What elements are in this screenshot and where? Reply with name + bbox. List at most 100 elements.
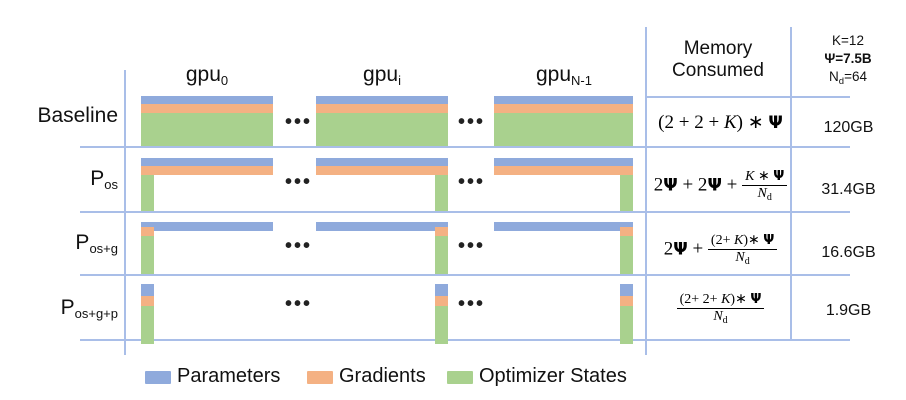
segment-parameters xyxy=(316,96,448,104)
segment-gradients xyxy=(494,166,633,175)
gpu-header-0-sub: 0 xyxy=(220,73,229,88)
segment-optimizer-states xyxy=(141,175,154,211)
grid-vline-left xyxy=(124,70,126,355)
row-label-p-os-g-p-text: P xyxy=(60,296,75,319)
bar-p-os-g-gpun1 xyxy=(494,222,633,274)
segment-parameters xyxy=(620,284,633,296)
fraction-den-n: N xyxy=(757,185,767,201)
constant-psi-text: Ψ=7.5B xyxy=(824,50,872,66)
formula-p-os-psi1: Ψ xyxy=(663,175,678,196)
fraction-num-op: ∗ xyxy=(754,169,774,184)
memory-value-baseline: 120GB xyxy=(823,119,874,136)
legend-label-gradients: Gradients xyxy=(339,365,426,387)
optimizer-states-swatch-icon xyxy=(447,371,473,384)
row-label-baseline: Baseline xyxy=(0,105,118,126)
parameters-swatch-icon xyxy=(145,371,171,384)
row-ellipsis-p-os-1: ••• xyxy=(285,172,312,192)
segment-gradients xyxy=(620,296,633,306)
ellipsis-text: ••• xyxy=(285,111,313,133)
segment-optimizer-states xyxy=(141,306,154,344)
row-ellipsis-p-os-g-1: ••• xyxy=(285,236,312,256)
fraction-den-n: N xyxy=(713,308,723,324)
formula-p-os-psi2: Ψ xyxy=(707,175,722,196)
segment-optimizer-states xyxy=(141,236,154,274)
segment-parameters xyxy=(494,96,633,104)
gpu-header-0-name: gpu xyxy=(185,63,221,86)
ellipsis-text: ••• xyxy=(458,111,486,133)
formula-p-os-mid: + 2 xyxy=(677,174,708,196)
row-label-p-os: Pos xyxy=(0,168,118,192)
gradients-swatch-icon xyxy=(307,371,333,384)
bar-baseline-gpui xyxy=(316,96,448,146)
segment-optimizer-states xyxy=(435,236,448,274)
bar-p-os-g-gpu0 xyxy=(141,222,273,274)
constant-psi: Ψ=7.5B xyxy=(792,50,904,68)
fraction-num-tail: )∗ xyxy=(730,292,751,307)
fraction-num-lead: (2+ 2+ xyxy=(679,292,722,307)
gpu-header-n1: gpuN-1 xyxy=(494,63,634,87)
gpu-header-i-name: gpu xyxy=(363,63,399,86)
segment-parameters xyxy=(494,222,633,231)
segment-gradients xyxy=(141,166,273,175)
segment-parameters xyxy=(141,284,154,296)
fraction-num-psi: Ψ xyxy=(763,233,775,248)
formula-baseline-lead: (2 + 2 + xyxy=(658,112,724,133)
segment-optimizer-states xyxy=(620,175,633,211)
bar-p-os-g-gpui xyxy=(316,222,448,274)
memory-consumed-line2: Consumed xyxy=(672,60,764,82)
grid-hline-row3 xyxy=(80,274,850,276)
segment-parameters xyxy=(435,284,448,296)
formula-baseline-psi: Ψ xyxy=(768,113,783,133)
segment-gradients xyxy=(141,227,154,236)
row-ellipsis-p-os-g-p-2: ••• xyxy=(458,294,485,314)
row-label-p-os-sub: os xyxy=(104,177,118,192)
ellipsis-text: ••• xyxy=(458,235,486,257)
row-ellipsis-p-os-g-2: ••• xyxy=(458,236,485,256)
table-header-memory-consumed: Memory Consumed xyxy=(648,38,788,83)
fraction-den-sub: d xyxy=(766,191,772,203)
constant-nd-sub: d xyxy=(838,75,845,87)
formula-p-os-g-lead: 2 xyxy=(663,238,674,260)
gpu-header-i: gpui xyxy=(316,63,448,87)
legend-label-optimizer-states: Optimizer States xyxy=(479,365,627,387)
segment-optimizer-states xyxy=(620,236,633,274)
fraction-numerator: (2+ K)∗ Ψ xyxy=(708,233,777,249)
grid-hline-bottom xyxy=(80,339,850,341)
formula-p-os-plus: + xyxy=(721,174,743,196)
grid-hline-row1 xyxy=(80,146,850,148)
bar-baseline-gpu0 xyxy=(141,96,273,146)
ellipsis-text: ••• xyxy=(285,171,313,193)
grid-vline-right xyxy=(790,27,792,339)
bar-baseline-gpun1 xyxy=(494,96,633,146)
grid-hline-row2 xyxy=(80,211,850,213)
table-header-constants: K=12 Ψ=7.5B Nd=64 xyxy=(792,32,904,87)
fraction-den-n: N xyxy=(735,249,745,265)
fraction-num-k: K xyxy=(745,169,755,184)
ellipsis-text: ••• xyxy=(285,235,313,257)
segment-optimizer-states xyxy=(316,113,448,146)
fraction-denominator: Nd xyxy=(707,248,778,267)
ellipsis-text: ••• xyxy=(458,171,486,193)
fraction-den-sub: d xyxy=(722,314,728,326)
fraction-num-tail: )∗ xyxy=(743,233,764,248)
fraction-num-lead: (2+ xyxy=(710,233,734,248)
row-ellipsis-p-os-g-p-1: ••• xyxy=(285,294,312,314)
fraction-denominator: Nd xyxy=(676,307,765,326)
fraction-den-sub: d xyxy=(744,255,750,267)
memory-value-p-os-g: 16.6GB xyxy=(821,244,876,261)
bar-p-os-g-p-gpu0 xyxy=(141,284,273,344)
segment-optimizer-states xyxy=(141,113,273,146)
constant-nd: Nd=64 xyxy=(792,68,904,87)
segment-optimizer-states xyxy=(435,175,448,211)
fraction-num-k: K xyxy=(721,292,731,307)
segment-optimizer-states xyxy=(620,306,633,344)
fraction-num-psi: Ψ xyxy=(773,169,785,184)
segment-optimizer-states xyxy=(435,306,448,344)
segment-optimizer-states xyxy=(494,113,633,146)
gpu-header-n1-name: gpu xyxy=(536,63,572,86)
